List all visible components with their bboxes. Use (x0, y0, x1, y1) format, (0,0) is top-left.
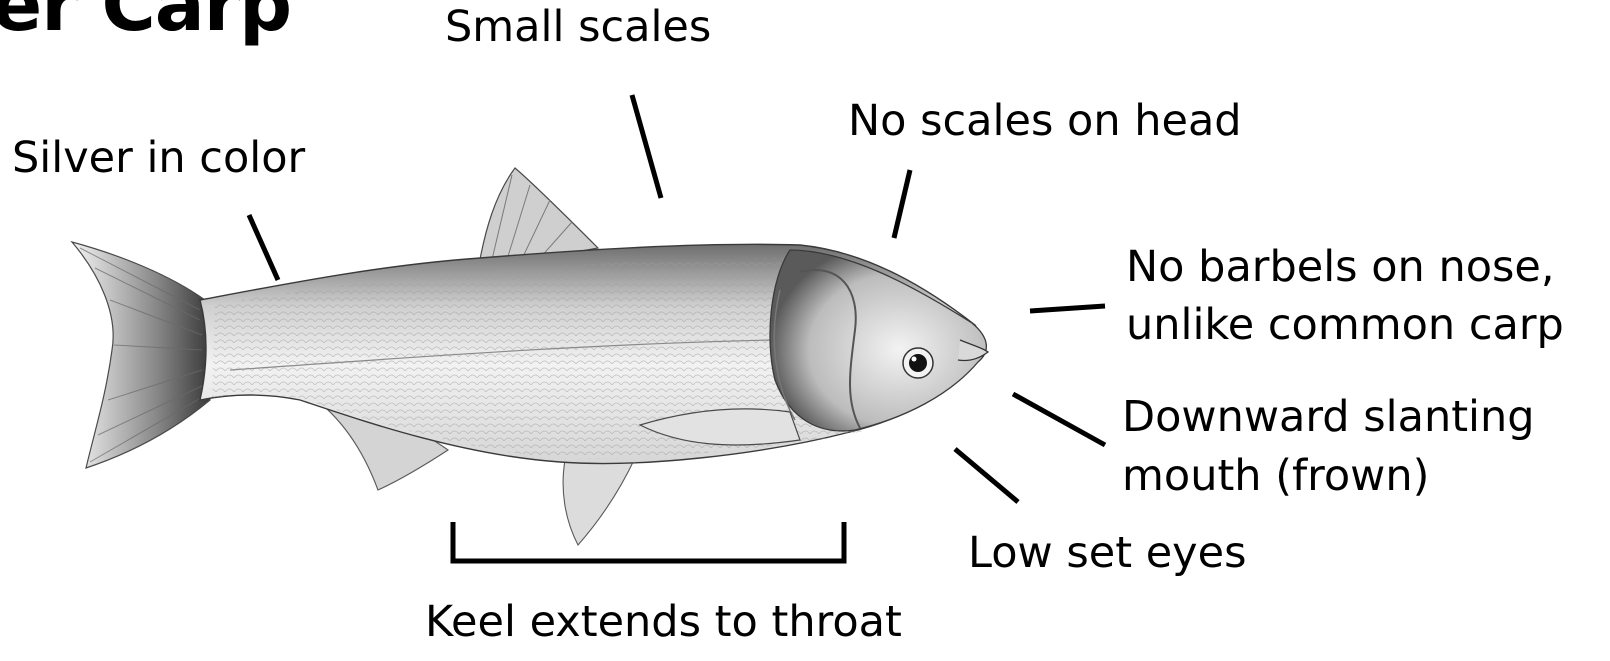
leader-downward-mouth (1013, 394, 1105, 445)
label-no-barbels-line1: No barbels on nose, (1126, 240, 1555, 296)
label-low-eyes: Low set eyes (968, 526, 1247, 582)
leader-small-scales (632, 95, 661, 198)
label-keel: Keel extends to throat (425, 595, 902, 651)
label-no-scales-head: No scales on head (848, 94, 1242, 150)
leader-no-barbels (1030, 306, 1105, 311)
leader-low-eyes (955, 449, 1018, 502)
fish-illustration (72, 168, 988, 545)
tail-fin (72, 242, 210, 468)
pelvic-fin (563, 458, 635, 545)
keel-bracket (453, 522, 844, 561)
fish-head (770, 250, 986, 431)
label-no-barbels-line2: unlike common carp (1126, 298, 1564, 354)
label-downward-line1: Downward slanting (1122, 390, 1535, 446)
leader-silver-color (249, 215, 278, 280)
label-downward-line2: mouth (frown) (1122, 449, 1429, 505)
label-silver-color: Silver in color (12, 131, 305, 187)
label-small-scales: Small scales (445, 0, 711, 56)
leader-no-scales-head (894, 170, 910, 238)
